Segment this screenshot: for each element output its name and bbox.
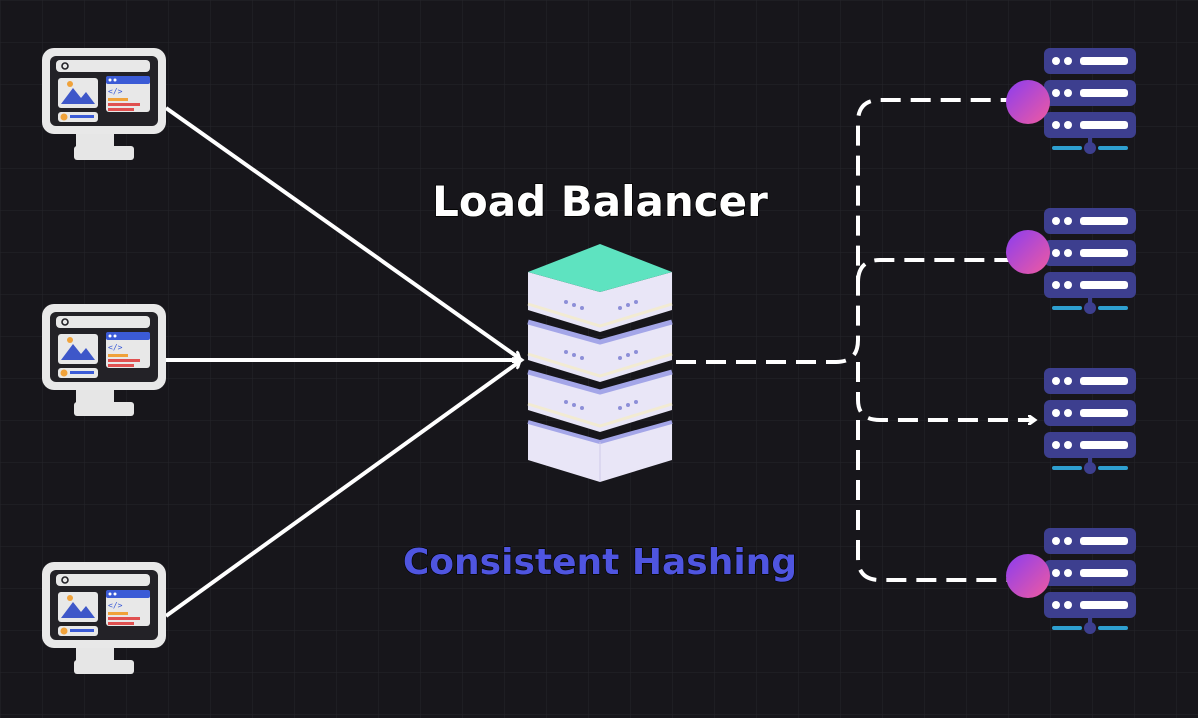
server-1-hash-node-icon [1006,80,1050,124]
diagram-title: Load Balancer [432,177,768,226]
load-balancer-icon [527,244,673,482]
route-server-2 [856,258,1012,283]
route-trunk [676,98,1012,364]
diagram-subtitle: Consistent Hashing [403,542,797,583]
route-server-4 [856,420,1012,582]
server-2-hash-node-icon [1006,230,1050,274]
server-4-hash-node-icon [1006,554,1050,598]
client-connections [164,106,521,618]
client-1-arrow [164,106,519,358]
server-routes [676,98,1034,582]
route-server-3 [856,361,1034,420]
client-3-arrow [164,362,519,618]
